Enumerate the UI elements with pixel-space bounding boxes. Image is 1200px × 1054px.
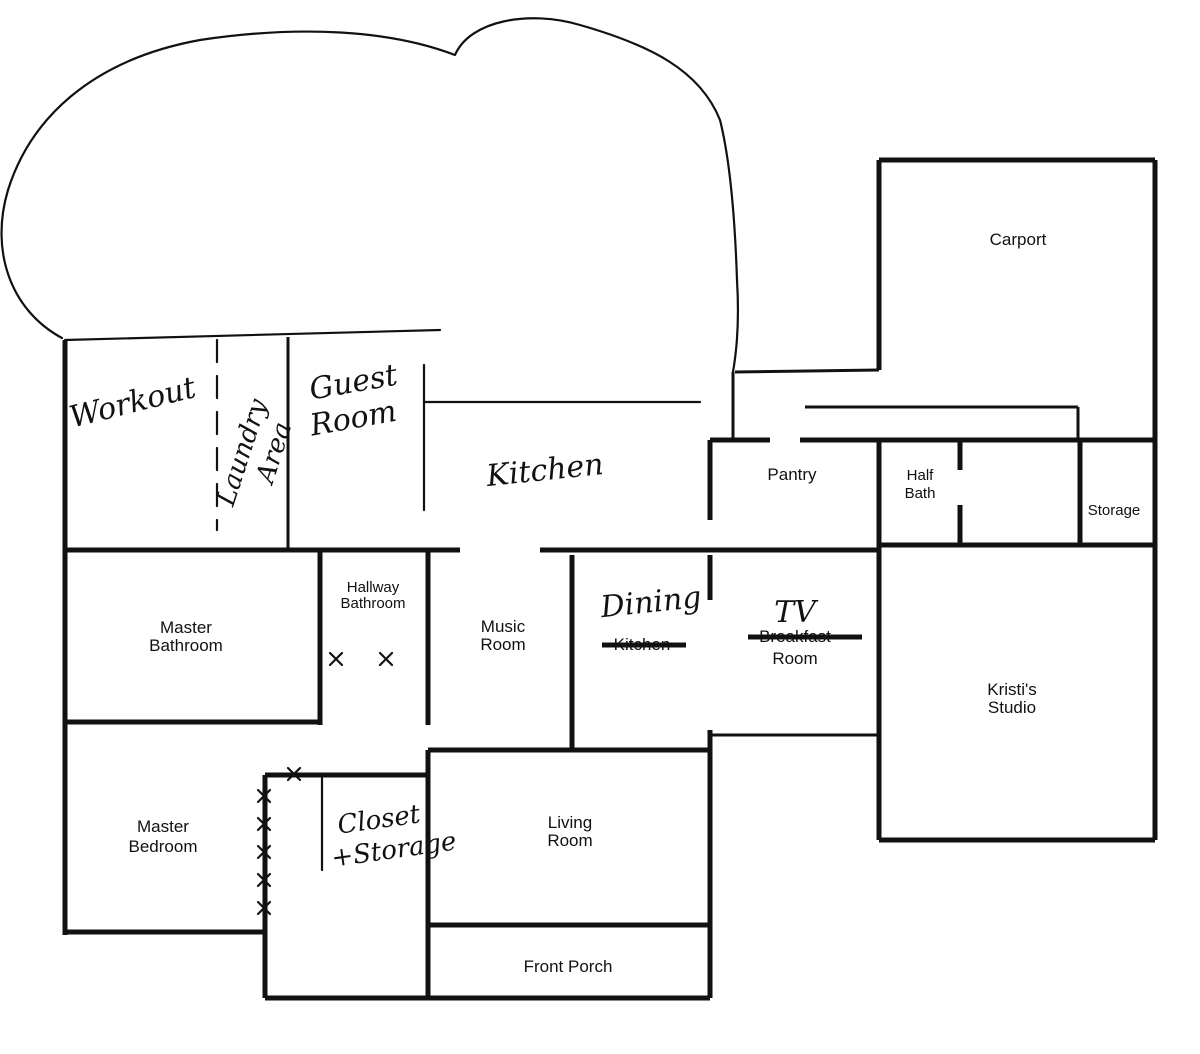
master-bath-label-2: Bathroom [149, 636, 223, 655]
tv-label: TV [774, 595, 819, 630]
dining-label: Dining [598, 580, 703, 625]
backyard-outline [0, 17, 740, 374]
studio-label-1: Kristi's [987, 680, 1037, 699]
half-bath-label-1: Half [907, 467, 935, 484]
hallway-bath-label-2: Bathroom [340, 595, 405, 612]
living-room-label-1: Living [548, 813, 592, 832]
storage-label: Storage [1088, 502, 1141, 519]
main-house-walls [62, 328, 1155, 1001]
master-bedroom-label-2: Bedroom [129, 837, 198, 856]
carport-label: Carport [990, 230, 1047, 249]
kitchen-handwritten-label: Kitchen [484, 447, 605, 494]
carport-walls [731, 157, 1158, 840]
half-bath-label-2: Bath [905, 485, 936, 502]
hallway-bath-label-1: Hallway [347, 579, 400, 596]
music-room-label-2: Room [480, 635, 525, 654]
front-porch-label: Front Porch [524, 957, 613, 976]
service-row-walls [707, 437, 1155, 548]
workout-label: Workout [66, 370, 200, 435]
studio-label-2: Studio [988, 698, 1036, 717]
removed-wall-marks [256, 651, 394, 916]
pantry-label: Pantry [767, 465, 817, 484]
master-bedroom-label-1: Master [137, 817, 189, 836]
tv-room-label: Room [772, 649, 817, 668]
music-room-label-1: Music [481, 617, 526, 636]
master-bath-label-1: Master [160, 618, 212, 637]
living-room-label-2: Room [547, 831, 592, 850]
